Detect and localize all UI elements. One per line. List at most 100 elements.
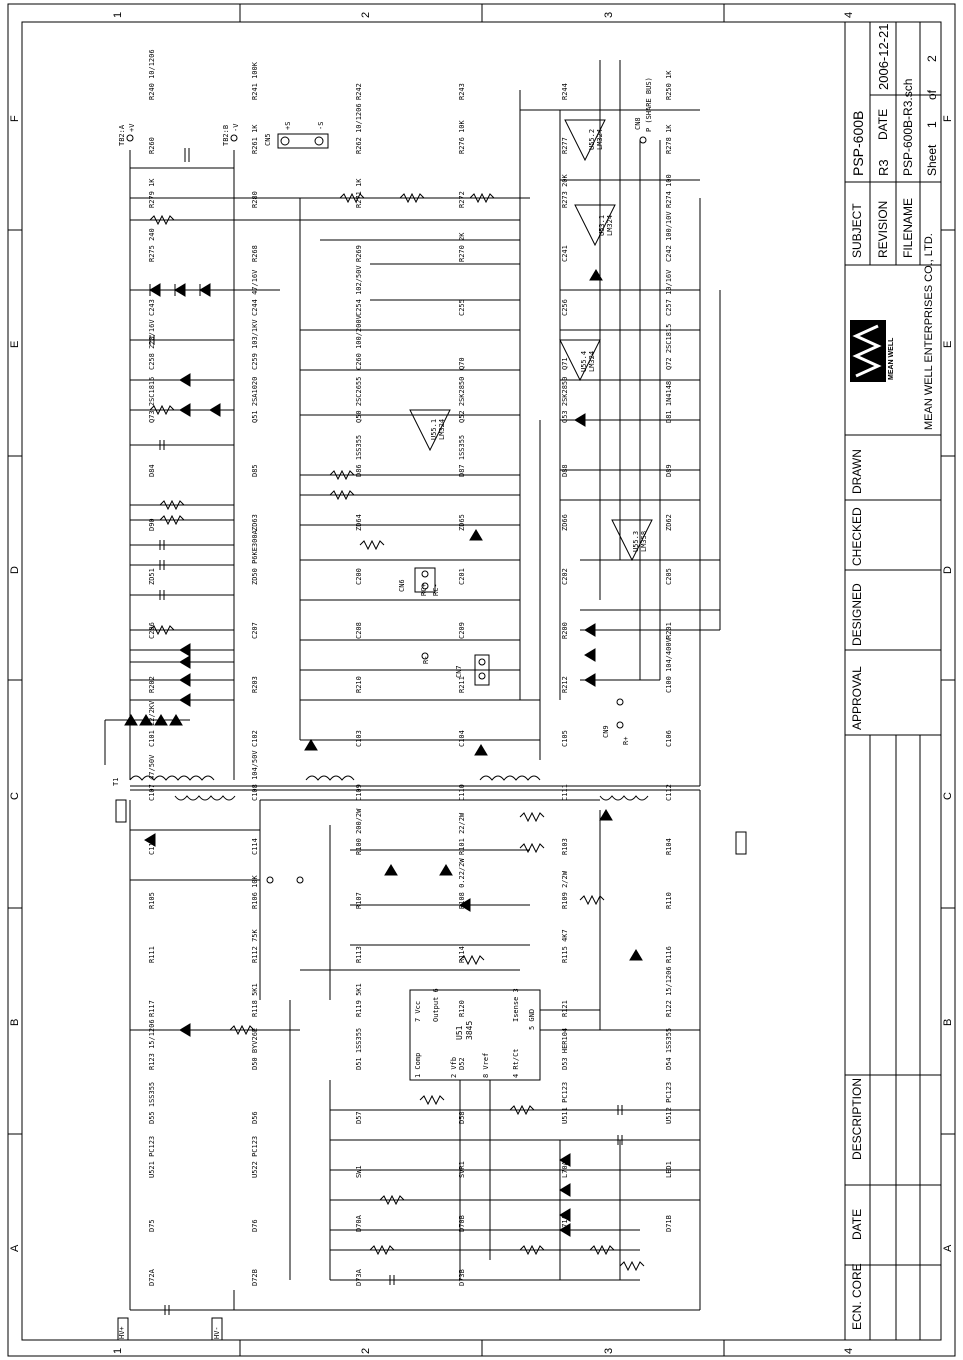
component-label: R269 [354,244,363,262]
component-label: SW1 [354,1165,363,1179]
component-label: R240 10/1206 [148,49,156,100]
component-label: C244 47/16V [251,269,260,316]
component-label: R118 5K1 [251,982,260,1017]
component-label: Q71 [561,356,570,370]
component-label: R103 [561,837,570,855]
component-label: D56 [251,1111,260,1125]
component-label: R116 [664,945,673,963]
component-label: C114 [251,837,260,855]
component-label: R274 100 [664,174,673,208]
component-label: R109 2/2W [561,870,570,909]
component-label: ZD64 [354,514,363,532]
component-label: C207 [251,622,260,640]
terminal-plus-s: +S [284,121,292,130]
checked-label: CHECKED [850,507,864,566]
u55-4-part: LM324 [588,350,596,372]
component-label: R107 [354,891,363,909]
zone-top-4: 4 [843,11,855,18]
component-label: R278 1K [664,124,673,154]
component-label: Q53 2SK2850 [561,377,570,424]
u55-2-part: LM324 [596,128,604,150]
zone-left-E: E [9,340,21,348]
component-label: R279 1K [148,178,156,208]
component-label: R106 10K [251,874,260,909]
u53-1-ref: U53.1 [598,214,606,236]
component-label: R113 [354,945,363,963]
subject-value: PSP-600B [850,110,866,176]
component-label: R244 [561,83,570,100]
zone-right-F: F [942,115,954,122]
component-label: R203 [251,676,260,694]
component-label: D72A [148,1269,156,1287]
cn6-label: CN6 [398,579,406,592]
component-label: D88 [561,464,570,478]
component-label: R241 100K [251,62,260,100]
sheet-value: 1 [925,121,939,128]
u51-ref: U51 [455,1025,464,1040]
component-label: C257 10/16V [664,269,673,316]
component-label: C102 [251,730,260,747]
component-label: ZD51 [148,568,156,586]
u51-pin-3: Isense 3 [512,988,520,1022]
u51-ic-box [409,989,541,1081]
zone-right-A: A [942,1244,954,1252]
schematic-wiring [104,60,721,1311]
component-label: D57 [354,1111,363,1125]
component-label: Q52 2SK2850 [458,377,466,424]
component-label: Q50 2SC2655 [354,377,363,424]
zone-right-D: D [942,566,954,574]
component-label: SVR1 [458,1161,466,1179]
component-label: D71B [664,1215,673,1233]
component-label: R272 [458,190,466,208]
component-label: C105 [561,730,570,747]
zone-bottom-1: 1 [112,1347,124,1354]
sheet-label: Sheet [925,144,939,176]
terminal-minus-s: -S [317,121,325,130]
zone-top-3: 3 [603,11,615,18]
component-label: R101 22/2W [458,812,466,855]
tb2a-label: TB2:A [118,124,126,146]
component-label: R270 2K [458,232,466,262]
component-label: C208 [354,622,363,640]
component-label: D54 1SS355 [664,1028,673,1071]
component-label: R122 15/1206 [664,965,673,1017]
component-label: D58 [458,1111,466,1125]
component-label: R273 20K [561,174,570,208]
drawn-label: DRAWN [850,449,864,494]
component-label: R250 1K [664,70,673,100]
cn5-label: CN5 [264,133,272,146]
opamp-symbols [409,119,653,562]
component-label: C241 [561,244,570,262]
u55-4-ref: U55.4 [580,350,588,372]
component-label: R277 [561,137,570,154]
u55-1-part: LM324 [438,418,446,440]
component-label: D75 [148,1219,156,1233]
component-label: R120 [458,999,466,1017]
component-label: R105 [148,891,156,909]
component-label: U511 PC123 [561,1082,570,1125]
zone-left-C: C [9,792,21,800]
terminal-r-plus: R+ [622,736,630,745]
component-label: Q70 [458,356,466,370]
component-label: LED1 [664,1161,673,1179]
component-label: C209 [458,622,466,640]
subject-label: SUBJECT [850,203,864,258]
diode-symbols [124,269,643,1237]
component-label: R211 [458,676,466,694]
component-label: ZD63 [251,514,260,532]
title-block-frame [844,21,942,1341]
designed-label: DESIGNED [850,583,864,646]
u51-pin-2: 2 Vfb [450,1056,458,1078]
zone-bottom-3: 3 [603,1347,615,1354]
component-label: D71A [561,1215,570,1233]
component-label: U512 PC123 [664,1082,673,1125]
cn9-label: CN9 [602,725,610,738]
sheet-total: 2 [925,55,939,62]
u55-3-part: LM358 [640,530,648,552]
component-label: Q72 2SC1815 [664,323,673,370]
u51-pin-8: 8 Vref [482,1052,490,1078]
component-label: R104 [664,837,673,855]
component-label: D72B [251,1269,260,1287]
component-label: D90 [148,518,156,532]
component-symbols [149,148,645,1315]
